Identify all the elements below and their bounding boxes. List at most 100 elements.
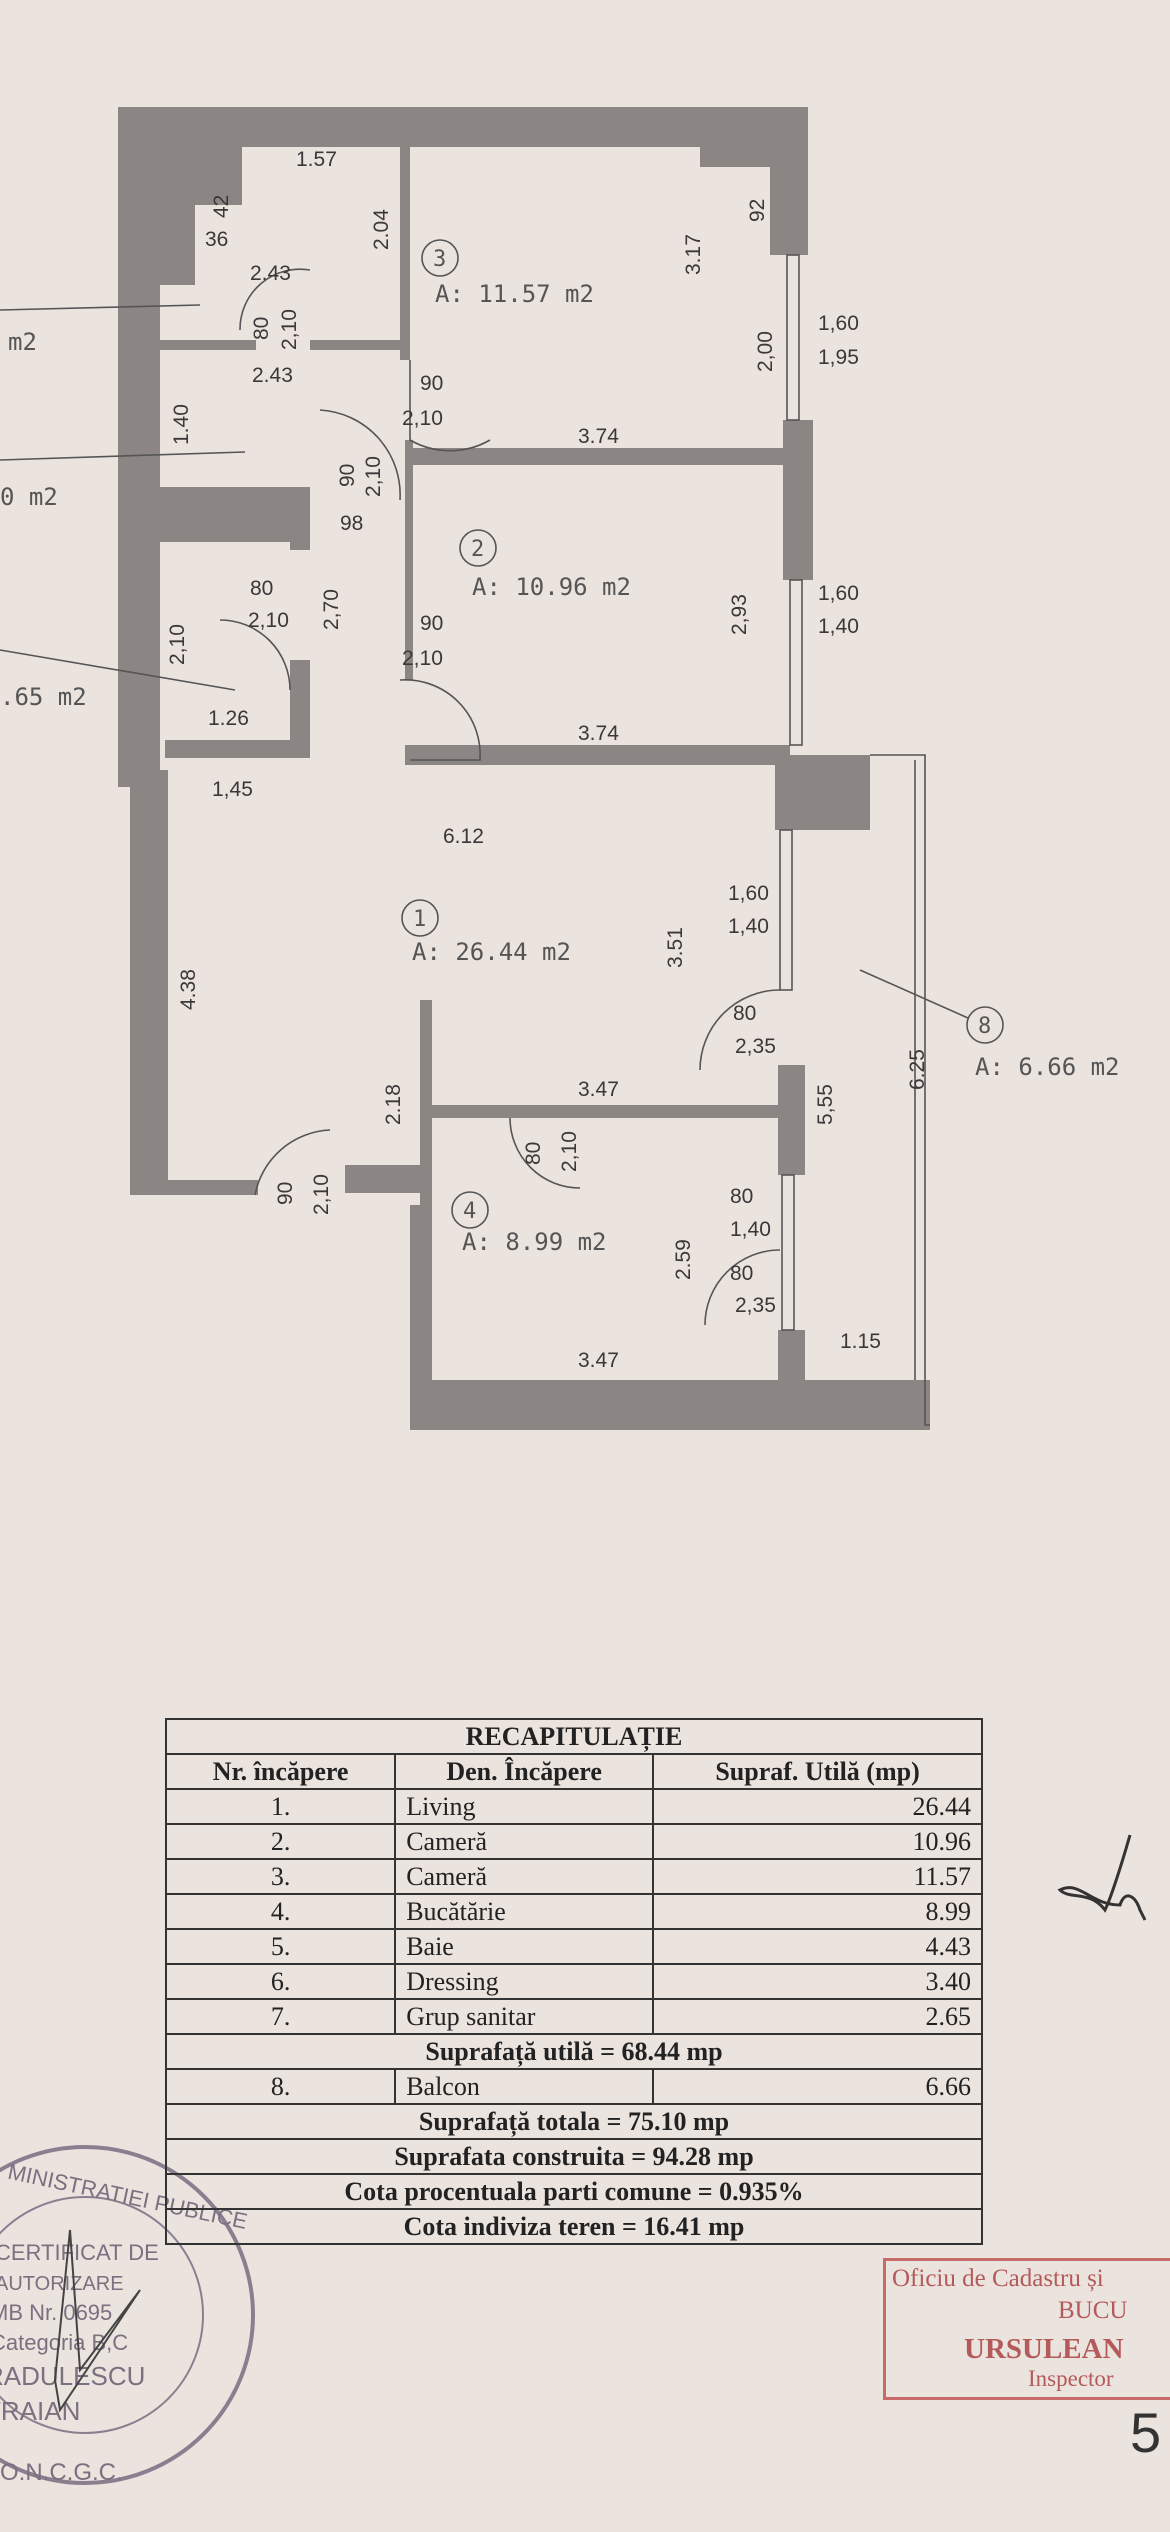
svg-text:2,10: 2,10	[402, 647, 443, 670]
cadastre-stamp: Oficiu de Cadastru și BUCU URSULEAN Insp…	[883, 2258, 1170, 2400]
svg-text:2,35: 2,35	[735, 1035, 776, 1058]
svg-text:2.43: 2.43	[250, 262, 291, 285]
page-number: 5	[1130, 2401, 1162, 2464]
svg-text:36: 36	[205, 228, 228, 251]
floor-plan: m2 0 m2 .65 m2 3 A: 11.57 m2 2 A: 10.96 …	[0, 107, 1120, 1430]
room-3-label: 3 A: 11.57 m2	[421, 239, 594, 308]
svg-text:98: 98	[340, 512, 363, 535]
svg-text:3.47: 3.47	[578, 1078, 619, 1101]
svg-text:6.25: 6.25	[906, 1049, 929, 1090]
svg-text:80: 80	[250, 317, 273, 340]
svg-text:1: 1	[413, 907, 426, 932]
svg-text:A: 26.44 m2: A: 26.44 m2	[412, 938, 571, 966]
svg-text:2,10: 2,10	[248, 609, 289, 632]
header-area: Supraf. Utilă (mp)	[652, 1753, 983, 1790]
land-share: Cota indiviza teren = 16.41 mp	[165, 2208, 983, 2245]
svg-text:2,93: 2,93	[728, 594, 751, 635]
stamp-line: BUCU	[1058, 2297, 1128, 2324]
svg-text:4.38: 4.38	[177, 969, 200, 1010]
svg-text:Categoria B,C: Categoria B,C	[0, 2330, 128, 2355]
table-title: RECAPITULAȚIE	[165, 1718, 983, 1755]
svg-text:3.47: 3.47	[578, 1349, 619, 1372]
svg-text:92: 92	[746, 199, 769, 222]
svg-text:1.57: 1.57	[296, 148, 337, 171]
svg-text:80: 80	[730, 1262, 753, 1285]
svg-text:2: 2	[471, 537, 484, 562]
header-number: Nr. încăpere	[164, 1753, 397, 1790]
stamp-line: Oficiu de Cadastru și	[892, 2265, 1104, 2292]
svg-text:RADULESCU: RADULESCU	[0, 2361, 145, 2391]
windows	[779, 254, 930, 1426]
common-share: Cota procentuala parti comune = 0.935%	[165, 2173, 983, 2210]
svg-text:A: 10.96 m2: A: 10.96 m2	[472, 573, 631, 601]
svg-text:3.17: 3.17	[682, 234, 705, 275]
svg-text:90: 90	[420, 372, 443, 395]
svg-text:2,10: 2,10	[362, 456, 385, 497]
svg-text:2,10: 2,10	[278, 309, 301, 350]
svg-text:1,95: 1,95	[818, 346, 859, 369]
dimension-labels: 1.57 42 36 2.04 2.43 80 2,10 2.43 1.40 9…	[166, 148, 929, 1372]
svg-text:3: 3	[433, 247, 446, 272]
svg-text:42: 42	[210, 195, 233, 218]
room-2-label: 2 A: 10.96 m2	[459, 529, 631, 601]
svg-text:TRAIAN: TRAIAN	[0, 2396, 80, 2426]
header-name: Den. Încăpere	[394, 1753, 655, 1790]
svg-text:90: 90	[336, 464, 359, 487]
svg-text:90: 90	[420, 612, 443, 635]
cut-area-label: m2	[8, 328, 37, 356]
room-4-label: 4 A: 8.99 m2	[451, 1191, 607, 1256]
svg-text:2,70: 2,70	[320, 589, 343, 630]
svg-text:2,10: 2,10	[402, 407, 443, 430]
leader-lines	[0, 304, 969, 1019]
svg-text:A: 6.66 m2: A: 6.66 m2	[975, 1053, 1120, 1081]
svg-text:2,10: 2,10	[558, 1131, 581, 1172]
total-area: Suprafață totala = 75.10 mp	[165, 2103, 983, 2140]
svg-text:A: 8.99 m2: A: 8.99 m2	[462, 1228, 607, 1256]
svg-text:2,00: 2,00	[754, 331, 777, 372]
svg-text:1,60: 1,60	[818, 312, 859, 335]
usable-area-total: Suprafață utilă = 68.44 mp	[165, 2033, 983, 2070]
door-swings	[219, 268, 781, 1326]
svg-text:1,60: 1,60	[728, 882, 769, 905]
svg-text:CERTIFICAT DE: CERTIFICAT DE	[0, 2240, 159, 2265]
svg-text:8: 8	[978, 1014, 991, 1039]
svg-text:3.51: 3.51	[664, 927, 687, 968]
svg-text:80: 80	[522, 1142, 545, 1165]
svg-text:2,10: 2,10	[310, 1174, 333, 1215]
svg-text:AUTORIZARE: AUTORIZARE	[0, 2273, 124, 2295]
stamp-line: URSULEAN	[964, 2333, 1124, 2365]
room-1-label: 1 A: 26.44 m2	[401, 899, 571, 966]
stamp-line: Inspector	[1028, 2366, 1114, 2391]
signature-right	[1057, 1834, 1147, 1921]
svg-text:A: 11.57 m2: A: 11.57 m2	[435, 280, 594, 308]
svg-text:2.04: 2.04	[370, 209, 393, 250]
summary-table: RECAPITULAȚIE Nr. încăpere Den. Încăpere…	[164, 1718, 983, 2245]
svg-text:5,55: 5,55	[814, 1084, 837, 1125]
svg-text:1,45: 1,45	[212, 778, 253, 801]
walls	[118, 107, 930, 1430]
svg-text:2,10: 2,10	[166, 624, 189, 665]
svg-text:6.12: 6.12	[443, 825, 484, 848]
svg-text:1,40: 1,40	[818, 615, 859, 638]
svg-text:1,60: 1,60	[818, 582, 859, 605]
svg-text:2.59: 2.59	[672, 1239, 695, 1280]
svg-text:1,40: 1,40	[728, 915, 769, 938]
svg-text:4: 4	[463, 1199, 476, 1224]
svg-text:3.74: 3.74	[578, 722, 619, 745]
svg-text:2,35: 2,35	[735, 1294, 776, 1317]
svg-text:2.18: 2.18	[382, 1084, 405, 1125]
signature	[53, 2229, 141, 2413]
svg-text:1.26: 1.26	[208, 707, 249, 730]
svg-text:80: 80	[250, 577, 273, 600]
built-area: Suprafata construita = 94.28 mp	[165, 2138, 983, 2175]
svg-text:3.74: 3.74	[578, 425, 619, 448]
svg-text:1,40: 1,40	[730, 1218, 771, 1241]
svg-text:1.40: 1.40	[170, 404, 193, 445]
